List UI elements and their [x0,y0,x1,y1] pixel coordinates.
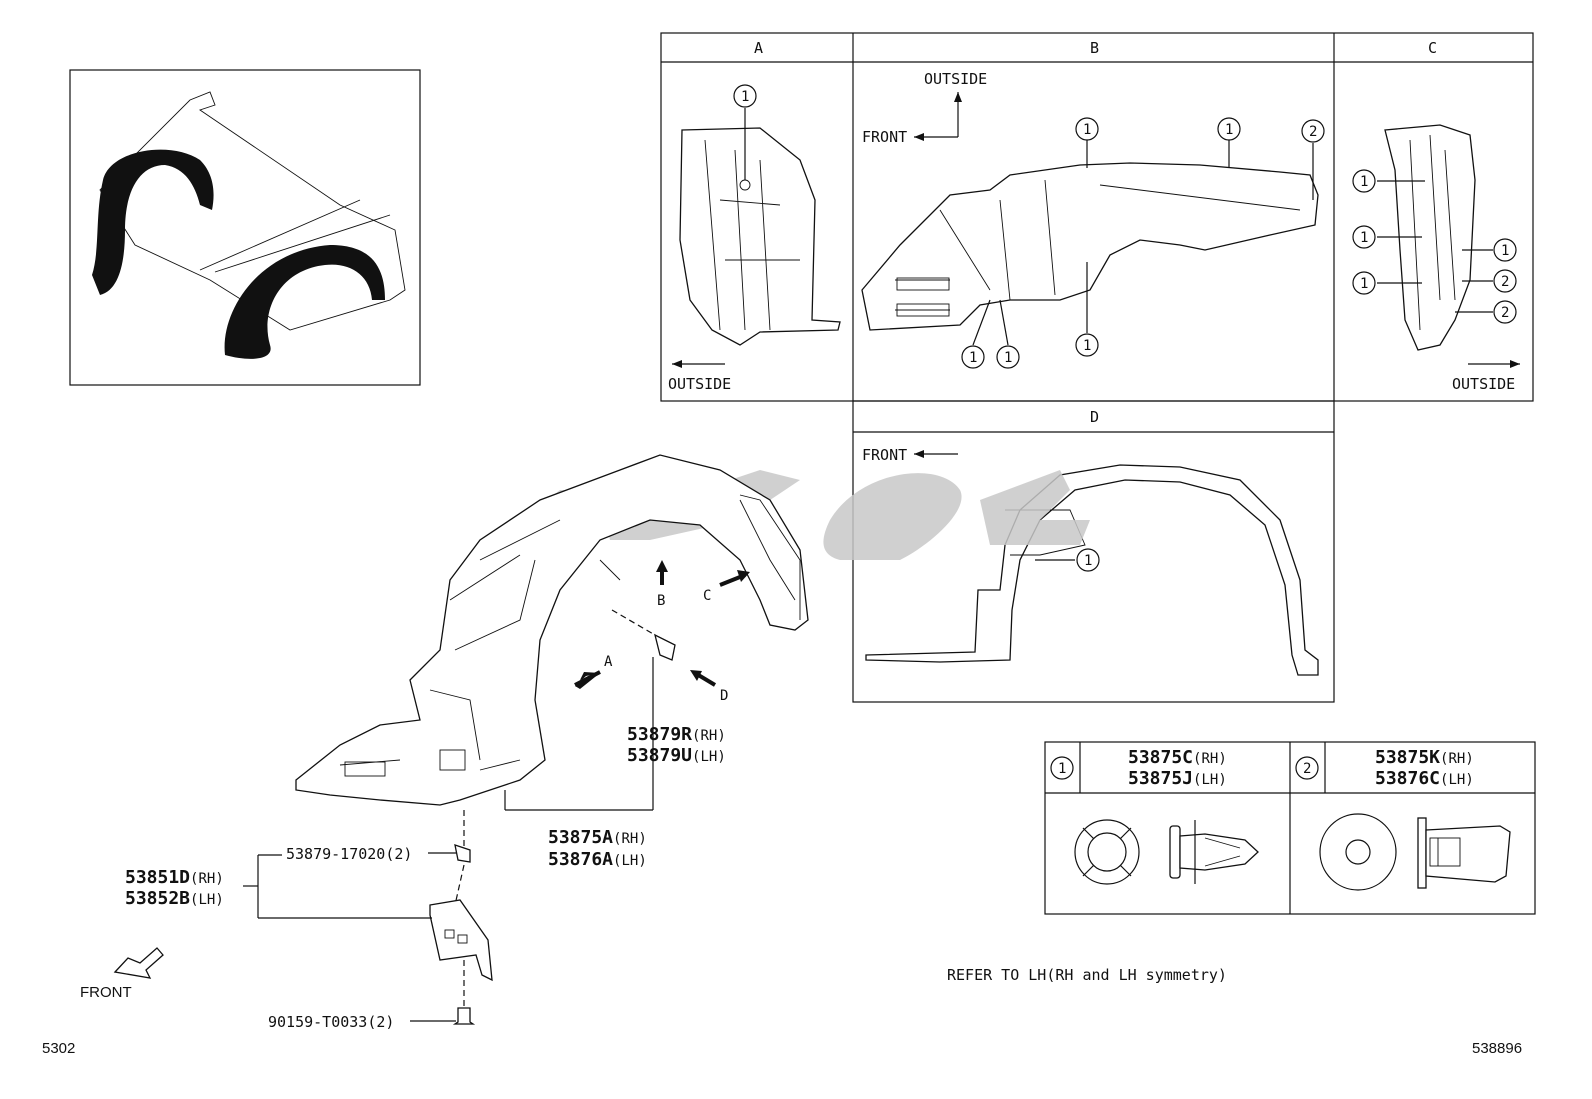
view-arrow-c [719,570,750,587]
panel-a-drawing [672,108,841,368]
callout-b1-a: 1 [1075,117,1099,141]
liner-part-label: 53875A(RH) [548,827,647,848]
clip1-side-view-icon [1169,820,1259,884]
clip2-side-view-icon [1417,817,1511,889]
svg-text:2: 2 [1501,305,1509,321]
svg-text:1: 1 [1360,230,1368,246]
svg-text:1: 1 [1360,276,1368,292]
svg-text:1: 1 [1083,338,1091,354]
view-arrow-d [690,670,717,687]
clip1-top-view-icon [1074,819,1140,885]
view-arrow-a-label: A [604,654,613,670]
callout-b1-e: 1 [1075,333,1099,357]
callout-b2: 2 [1301,119,1325,143]
front-label: FRONT [80,984,132,1001]
callout-a1: 1 [733,84,757,108]
svg-text:1: 1 [1501,243,1509,259]
svg-text:1: 1 [1083,122,1091,138]
clip-legend-table [1044,741,1536,915]
panel-b-title: B [1090,39,1099,57]
panel-c-title: C [1428,39,1437,57]
svg-text:2: 2 [1303,761,1311,777]
callout-c2-b: 2 [1493,300,1517,324]
clip2-part-label-lh: 53876C(LH) [1375,768,1474,789]
bracket-part-label-lh: 53852B(LH) [125,888,224,909]
panel-c-drawing [1377,124,1520,368]
symmetry-note: REFER TO LH(RH and LH symmetry) [947,966,1227,984]
view-arrow-b-label: B [657,593,665,609]
screw-part-label: 53879R(RH) [627,724,726,745]
legend-callout-2: 2 [1295,756,1319,780]
page-code-right: 538896 [1472,1040,1522,1057]
svg-text:1: 1 [741,89,749,105]
page-code-left: 5302 [42,1040,75,1057]
legend-callout-1: 1 [1050,756,1074,780]
clip2-part-label: 53875K(RH) [1375,747,1474,768]
panel-d-front-label: FRONT [862,446,907,464]
bolt-part-label: 90159-T0033(2) [268,1013,394,1031]
liner-screw [504,609,676,811]
panel-b-front-label: FRONT [862,128,907,146]
callout-b1-b: 1 [1217,117,1241,141]
view-arrow-d-label: D [720,688,728,704]
fender-liner-main [295,454,809,806]
overview-thumbnail [69,69,421,386]
svg-text:1: 1 [1360,174,1368,190]
panel-d-title: D [1090,408,1099,426]
svg-text:1: 1 [969,350,977,366]
callout-c1-d: 1 [1493,238,1517,262]
callout-d1: 1 [1076,548,1100,572]
svg-text:2: 2 [1309,124,1317,140]
panel-b-outside-label: OUTSIDE [924,70,987,88]
nut-part-label: 53879-17020(2) [286,845,412,863]
liner-part-label-lh: 53876A(LH) [548,849,647,870]
callout-c1-c: 1 [1352,271,1376,295]
panel-a-outside-label: OUTSIDE [668,375,731,393]
callout-c1-a: 1 [1352,169,1376,193]
svg-text:1: 1 [1084,553,1092,569]
panel-b-drawing [861,92,1319,346]
panel-c-outside-label: OUTSIDE [1452,375,1515,393]
panel-a-title: A [754,39,763,57]
clip1-part-label: 53875C(RH) [1128,747,1227,768]
screw-part-label-lh: 53879U(LH) [627,745,726,766]
svg-text:1: 1 [1004,350,1012,366]
view-arrow-a [574,670,601,689]
view-arrow-c-label: C [703,588,711,604]
callout-b1-d: 1 [996,345,1020,369]
clip1-part-label-lh: 53875J(LH) [1128,768,1227,789]
view-arrow-b [656,560,668,585]
front-arrow-icon [113,947,164,979]
svg-text:1: 1 [1058,761,1066,777]
callout-c1-b: 1 [1352,225,1376,249]
callout-c2-a: 2 [1493,269,1517,293]
svg-text:2: 2 [1501,274,1509,290]
bracket-part-label: 53851D(RH) [125,867,224,888]
clip2-top-view-icon [1319,813,1397,891]
svg-text:1: 1 [1225,122,1233,138]
callout-b1-c: 1 [961,345,985,369]
lower-bracket [243,810,493,1025]
